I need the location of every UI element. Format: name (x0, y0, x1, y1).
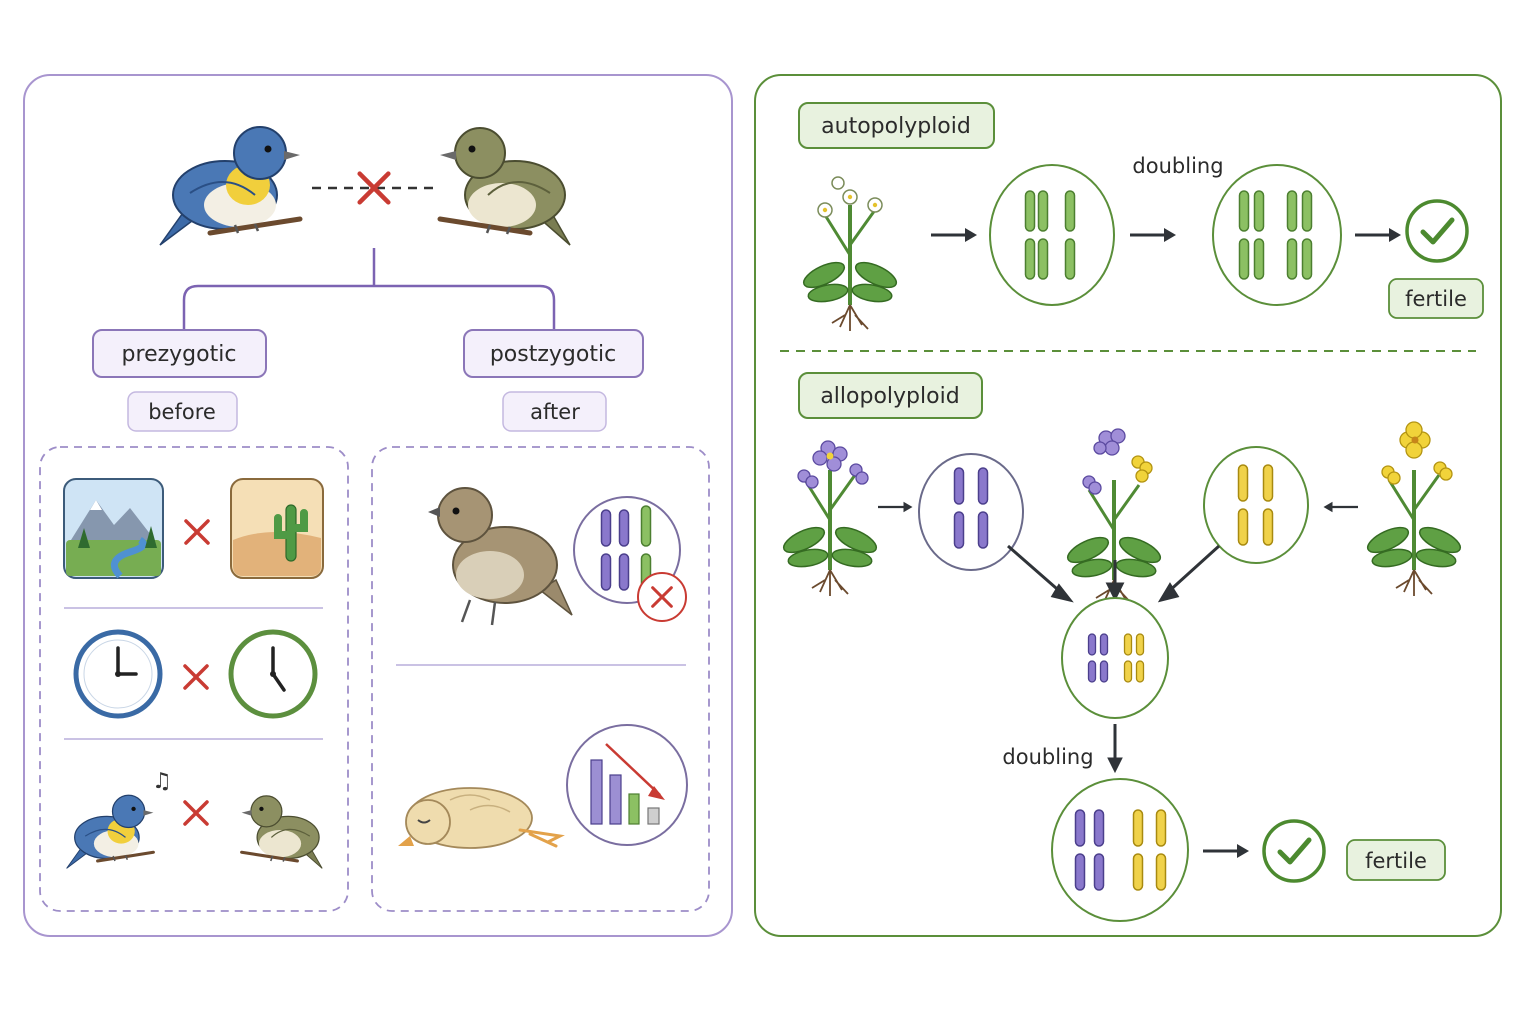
singing-bluebird-icon (65, 793, 155, 870)
converging-arrows (1007, 544, 1221, 603)
prezygotic-label: prezygotic (122, 342, 237, 367)
purple-flowering-plant-icon (778, 440, 882, 598)
after-label: after (530, 400, 580, 424)
arrow-down-icon (1107, 724, 1123, 774)
allopolyploid-box (798, 372, 983, 419)
postzygotic-label: postzygotic (490, 342, 616, 367)
fertile-box (1388, 278, 1484, 319)
white-flowering-plant-icon (798, 176, 902, 333)
hybrid-chromosomes-icon (1061, 597, 1169, 719)
desert-cactus-landscape-icon (230, 478, 324, 579)
tree-connector (182, 248, 556, 330)
arrow-icon (876, 500, 914, 514)
hybrid-bird-icon (428, 487, 573, 626)
postzygotic-box (463, 329, 644, 378)
right-panel-frame (754, 74, 1502, 937)
postzygotic-barriers-box (371, 446, 710, 912)
fertile-label: fertile (1405, 287, 1467, 311)
doubling-label: doubling (1132, 154, 1223, 178)
autopolyploid-box (798, 102, 995, 149)
x-mark-icon (183, 800, 209, 826)
tetraploid-green-chromosomes-icon (1212, 164, 1342, 306)
arrow-icon (929, 226, 979, 244)
arrow-icon (1201, 842, 1251, 860)
yellow-flowering-plant-icon (1362, 421, 1466, 598)
hybrid-flowering-plant-icon (1062, 428, 1166, 608)
yellow-chromosomes-icon (1203, 446, 1309, 564)
doubling-label: doubling (1002, 745, 1093, 769)
autopolyploid-label: autopolyploid (821, 114, 971, 139)
before-label: before (148, 400, 216, 424)
x-mark-icon (183, 664, 209, 690)
music-note-icon: ♫ (152, 769, 172, 794)
purple-chromosomes-icon (918, 453, 1024, 571)
checkmark-icon (1405, 199, 1469, 263)
left-panel-frame (23, 74, 733, 937)
clock-blue-icon (73, 629, 163, 719)
checkmark-icon (1262, 819, 1326, 883)
prezygotic-box (92, 329, 267, 378)
declining-bar-chart-icon (566, 724, 688, 846)
mountain-river-landscape-icon (63, 478, 164, 579)
fertile-label: fertile (1365, 849, 1427, 873)
dead-chick-icon (398, 787, 565, 849)
mismatched-chromosomes-icon (573, 496, 687, 622)
prezygotic-barriers-box (39, 446, 349, 912)
olive-bird-icon (440, 128, 570, 245)
after-box (502, 391, 607, 432)
before-box (127, 391, 238, 432)
arrow-icon (1128, 226, 1178, 244)
allopolyploid-label: allopolyploid (820, 384, 959, 409)
diploid-green-chromosomes-icon (989, 164, 1115, 306)
fertile-box (1346, 839, 1446, 881)
olive-bird-icon (240, 794, 324, 870)
x-mark-icon (184, 519, 210, 545)
allotetraploid-chromosomes-icon (1051, 778, 1189, 922)
arrow-left-icon (1322, 500, 1360, 514)
clock-green-icon (228, 629, 318, 719)
blue-bird-icon (160, 127, 300, 245)
arrow-icon (1353, 226, 1403, 244)
